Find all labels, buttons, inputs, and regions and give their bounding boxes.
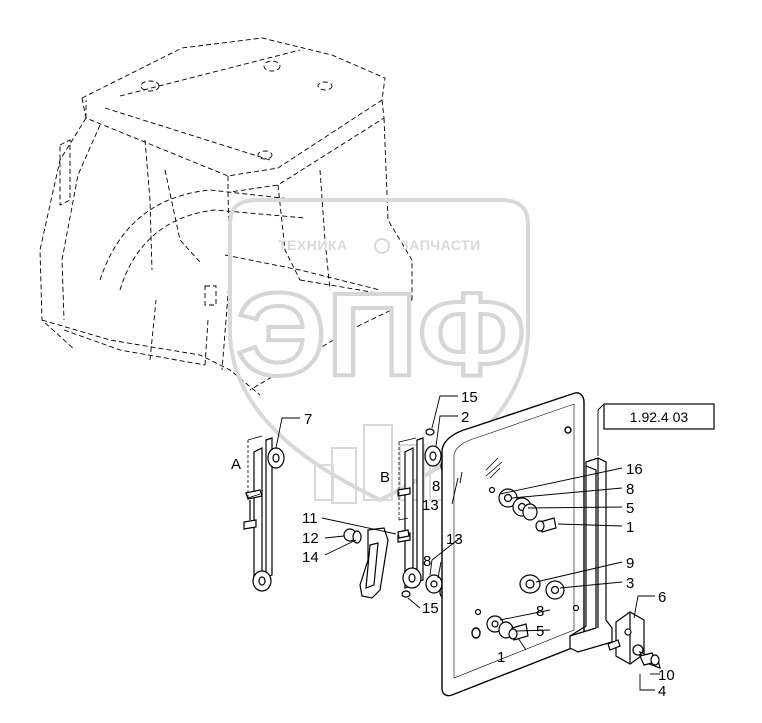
callout-7: 7 [304, 411, 312, 428]
callout-16: 16 [626, 461, 643, 478]
gear-icon [374, 238, 390, 254]
callout-14: 14 [302, 549, 319, 566]
callout-1-bottom: 1 [497, 649, 505, 666]
watermark-text-right: ЗАПЧАСТИ [400, 237, 481, 253]
dimension-a [247, 435, 263, 499]
view-label-a: A [231, 456, 241, 473]
callout-4: 4 [658, 683, 666, 700]
reference-box: 1.92.4 03 [603, 403, 715, 430]
callout-8-upper: 8 [432, 478, 440, 495]
watermark-text-left: ТЕХНИКА [278, 237, 348, 253]
dimension-b [398, 437, 417, 521]
callout-15-upper: 15 [461, 389, 478, 406]
callout-1-right: 1 [626, 519, 634, 536]
callout-5-bottom: 5 [536, 623, 544, 640]
reference-label: 1.92.4 03 [630, 409, 689, 425]
callout-13-lower: 13 [446, 531, 463, 548]
fasteners [474, 486, 660, 666]
callout-13-upper: 13 [422, 497, 439, 514]
handle [343, 527, 410, 599]
callouts: 7 15 2 8 13 11 12 14 13 8 15 16 8 5 1 9 … [302, 389, 675, 700]
callout-10: 10 [658, 667, 675, 684]
callout-5-right: 5 [626, 500, 634, 517]
glass-channel [569, 457, 613, 653]
hinge-bar-a [243, 437, 285, 592]
callout-3: 3 [626, 575, 634, 592]
callout-8-right: 8 [626, 481, 634, 498]
callout-11: 11 [302, 510, 318, 527]
glass-pane [441, 392, 585, 697]
callout-15-lower: 15 [422, 600, 439, 617]
callout-2: 2 [461, 409, 469, 426]
cab-outline [39, 37, 413, 396]
callout-9: 9 [626, 555, 634, 572]
callout-8-bottom: 8 [536, 603, 544, 620]
view-label-b: B [380, 469, 390, 486]
leader-lines [275, 395, 660, 691]
watermark-logo: ЭПФ [236, 269, 526, 401]
callout-8-lower: 8 [423, 553, 431, 570]
callout-12: 12 [302, 530, 319, 547]
watermark: ТЕХНИКА ЗАПЧАСТИ ЭПФ [228, 198, 530, 504]
callout-6: 6 [658, 589, 666, 606]
